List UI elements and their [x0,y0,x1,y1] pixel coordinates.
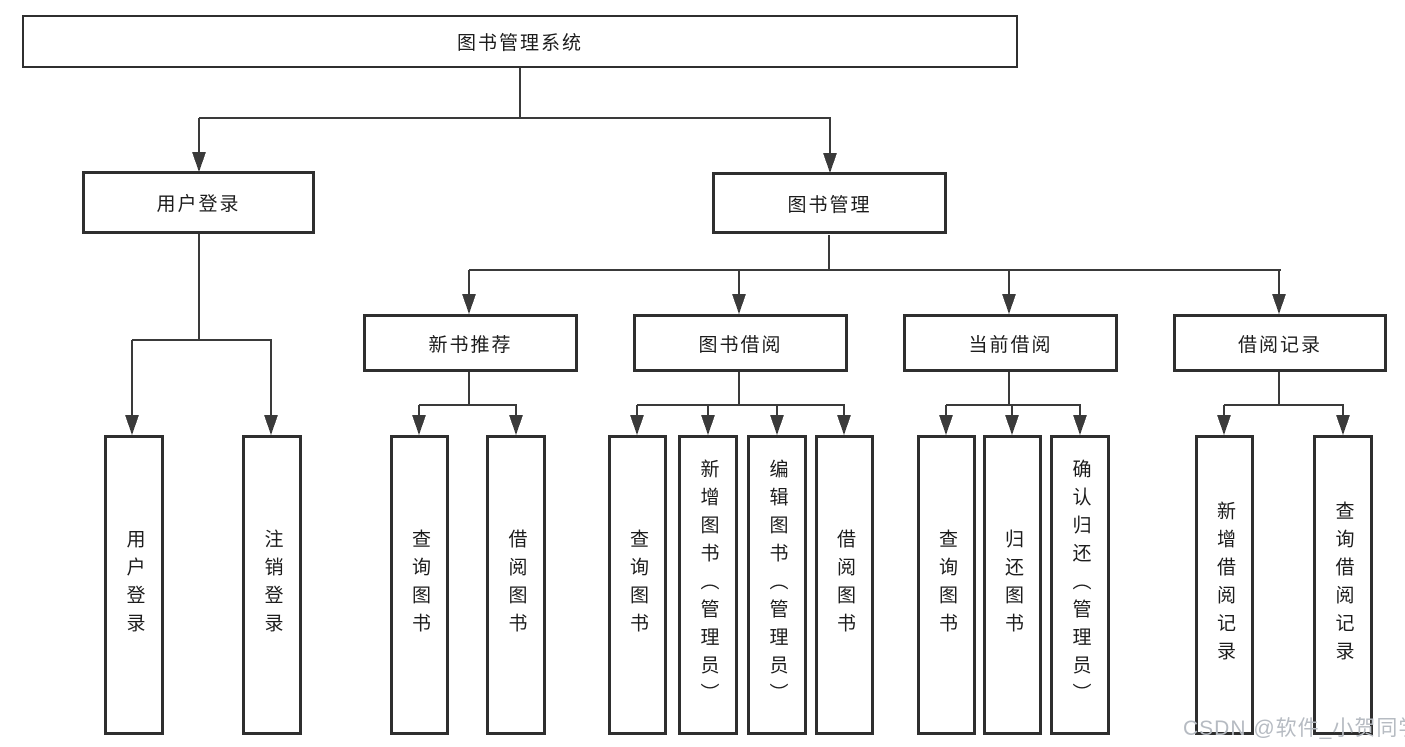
leaf-add-books-admin-label: 新增图书（管理员） [697,459,719,711]
arrowhead [412,415,426,435]
node-book-management: 图书管理 [712,172,947,234]
leaf-query-books-2-label: 查询图书 [627,529,648,641]
leaf-query-borrow-record-label: 查询借阅记录 [1332,501,1354,669]
node-current-borrowing-label: 当前借阅 [968,334,1053,356]
connector-user-login [131,233,272,417]
arrowhead [630,415,644,435]
arrowhead [1217,415,1231,435]
node-root-label: 图书管理系统 [456,33,583,54]
node-book-borrowing: 图书借阅 [633,314,848,372]
connector-current-borrowing [945,372,1081,417]
leaf-logout: 注销登录 [242,435,302,735]
arrowhead [1272,294,1286,314]
node-new-book-recommend-label: 新书推荐 [428,334,513,356]
leaf-borrow-books-2: 借阅图书 [815,435,874,735]
node-new-book-recommend: 新书推荐 [363,314,578,372]
arrowhead [1002,294,1016,314]
arrowhead [1336,415,1350,435]
connector-new-book-recommend [418,372,517,417]
node-borrowing-records: 借阅记录 [1173,314,1387,372]
arrowhead [701,415,715,435]
leaf-user-login: 用户登录 [104,435,164,735]
leaf-borrow-books-1: 借阅图书 [486,435,546,735]
leaf-add-books-admin: 新增图书（管理员） [678,435,738,735]
leaf-confirm-return-admin: 确认归还（管理员） [1050,435,1110,735]
arrowhead [1005,415,1019,435]
connector-book-borrowing [636,372,845,417]
watermark: CSDN @软件_小贺同学 [1183,717,1405,740]
node-borrowing-records-label: 借阅记录 [1237,334,1322,356]
leaf-query-books-3-label: 查询图书 [936,529,957,641]
leaf-query-books-2: 查询图书 [608,435,667,735]
connector-book-management [468,235,1281,296]
arrowhead [125,415,139,435]
node-root: 图书管理系统 [22,15,1018,68]
leaf-borrow-books-2-label: 借阅图书 [834,529,855,641]
node-user-login-label: 用户登录 [156,194,241,215]
node-user-login: 用户登录 [82,171,315,234]
node-book-borrowing-label: 图书借阅 [698,334,783,356]
arrowhead [1073,415,1087,435]
arrowhead [837,415,851,435]
node-current-borrowing: 当前借阅 [903,314,1118,372]
connector-borrowing-records [1223,372,1344,417]
leaf-query-borrow-record: 查询借阅记录 [1313,435,1373,735]
arrowhead [192,152,206,172]
leaf-query-books-3: 查询图书 [917,435,976,735]
node-book-management-label: 图书管理 [787,194,872,216]
leaf-add-borrow-record-label: 新增借阅记录 [1214,501,1235,669]
arrowhead [264,415,278,435]
leaf-add-borrow-record: 新增借阅记录 [1195,435,1254,735]
leaf-query-books-1-label: 查询图书 [409,529,430,641]
arrowhead [509,415,523,435]
leaf-query-books-1: 查询图书 [390,435,449,735]
leaf-user-login-label: 用户登录 [123,529,145,641]
arrowhead [823,153,837,173]
leaf-confirm-return-admin-label: 确认归还（管理员） [1069,459,1091,711]
leaf-logout-label: 注销登录 [261,529,283,641]
leaf-edit-books-admin: 编辑图书（管理员） [747,435,807,735]
connector-root [198,67,831,154]
leaf-return-books-label: 归还图书 [1002,529,1023,641]
arrowhead [939,415,953,435]
leaf-borrow-books-1-label: 借阅图书 [505,529,527,641]
leaf-edit-books-admin-label: 编辑图书（管理员） [766,459,788,711]
arrowhead [462,294,476,314]
leaf-return-books: 归还图书 [983,435,1042,735]
arrowhead [770,415,784,435]
arrowhead [732,294,746,314]
